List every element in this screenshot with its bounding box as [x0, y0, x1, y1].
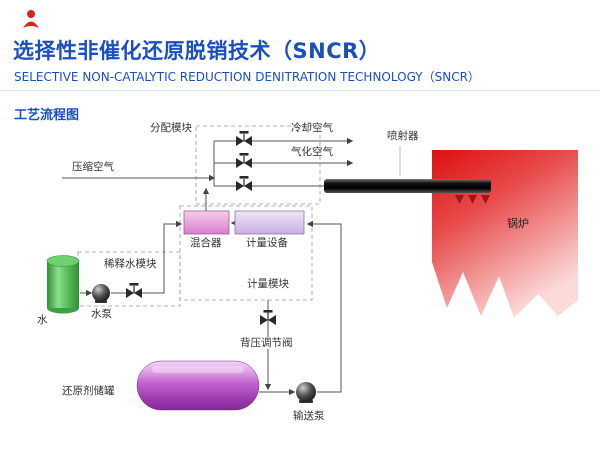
- reducing-agent-tank-shape: [136, 360, 260, 411]
- label-boiler: 锅炉: [507, 217, 529, 230]
- label-water: 水: [37, 314, 48, 326]
- metering-equipment-box: [234, 210, 305, 235]
- injector-lance: [324, 179, 491, 204]
- page-title: 选择性非催化还原脱销技术（SNCR）: [13, 39, 381, 63]
- label-metering-equipment: 计量设备: [246, 237, 288, 249]
- label-distribution-module: 分配模块: [150, 122, 192, 134]
- water-tank: [46, 255, 80, 314]
- section-label: 工艺流程图: [14, 108, 80, 123]
- metering-module-box: [179, 205, 313, 301]
- spray-nozzles-icon: [455, 195, 490, 204]
- water-pump-icon: [92, 284, 110, 303]
- transfer-pump-icon: [296, 382, 316, 403]
- header-divider: [0, 90, 600, 91]
- page-subtitle: SELECTIVE NON-CATALYTIC REDUCTION DENITR…: [14, 70, 480, 84]
- valve-icon: [235, 130, 253, 147]
- label-back-pressure-valve: 背压调节阀: [238, 337, 295, 350]
- label-cooling-air: 冷却空气: [291, 122, 333, 134]
- label-dilution-water-module: 稀释水模块: [104, 258, 157, 270]
- label-injector: 喷射器: [387, 130, 419, 142]
- distribution-module-box: [195, 125, 321, 205]
- dilution-water-module-box: [77, 251, 181, 307]
- label-gasification-air: 气化空气: [291, 146, 333, 158]
- boiler-shape: [432, 150, 578, 318]
- valve-icon: [235, 175, 253, 192]
- label-transfer-pump: 输送泵: [293, 410, 325, 422]
- label-mixer: 混合器: [190, 237, 222, 249]
- water-valve-icon: [125, 282, 143, 299]
- valve-icon: [235, 152, 253, 169]
- label-compressed-air: 压缩空气: [72, 161, 114, 173]
- label-water-pump: 水泵: [91, 308, 112, 320]
- label-reducing-agent-tank: 还原剂储罐: [62, 385, 115, 397]
- logo-icon: [23, 10, 39, 28]
- mixer-box: [183, 210, 230, 235]
- label-metering-module: 计量模块: [247, 278, 289, 290]
